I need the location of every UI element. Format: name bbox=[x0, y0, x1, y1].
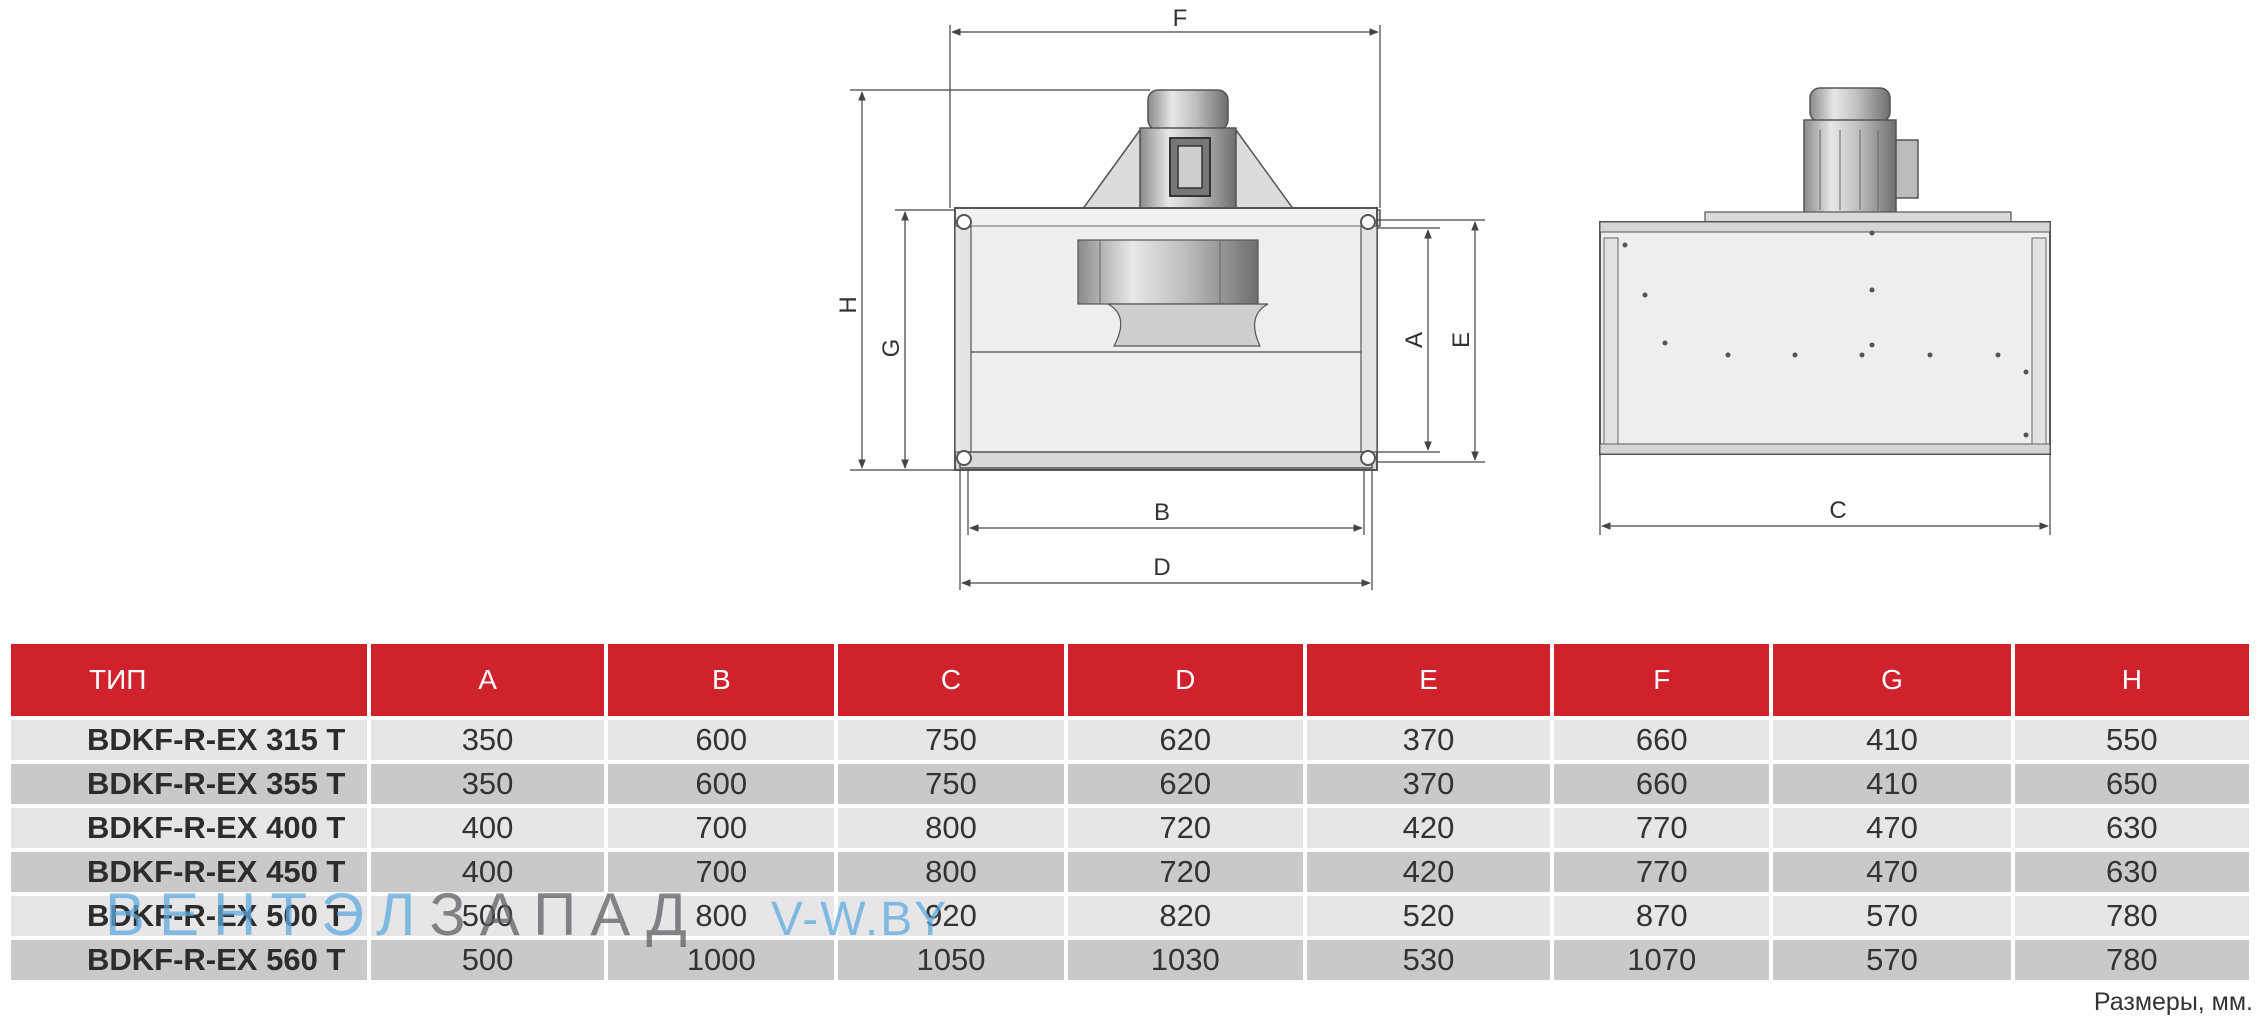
cell-a: 350 bbox=[370, 720, 605, 760]
side-view bbox=[1599, 87, 2051, 455]
cell-e: 420 bbox=[1306, 808, 1551, 848]
cell-c: 750 bbox=[838, 764, 1064, 804]
header-g: G bbox=[1773, 644, 2011, 716]
cell-a: 400 bbox=[370, 852, 605, 892]
header-f: F bbox=[1554, 644, 1770, 716]
cell-e: 520 bbox=[1306, 896, 1551, 936]
cell-g: 470 bbox=[1773, 808, 2011, 848]
cell-b: 700 bbox=[608, 852, 835, 892]
cell-type: BDKF-R-EX 560 T bbox=[11, 940, 367, 980]
cell-e: 370 bbox=[1306, 764, 1551, 804]
cell-d: 1030 bbox=[1067, 940, 1303, 980]
cell-type: BDKF-R-EX 315 T bbox=[11, 720, 367, 760]
dim-label-e: E bbox=[1448, 332, 1475, 348]
cell-type: BDKF-R-EX 355 T bbox=[11, 764, 367, 804]
header-e: E bbox=[1306, 644, 1551, 716]
cell-e: 420 bbox=[1306, 852, 1551, 892]
units-note: Размеры, мм. bbox=[2093, 988, 2253, 1016]
cell-d: 720 bbox=[1067, 808, 1303, 848]
cell-c: 800 bbox=[838, 808, 1064, 848]
cell-a: 350 bbox=[370, 764, 605, 804]
front-view bbox=[954, 89, 1381, 471]
cell-c: 1050 bbox=[838, 940, 1064, 980]
header-type: ТИП bbox=[11, 644, 367, 716]
cell-b: 600 bbox=[608, 720, 835, 760]
cell-h: 630 bbox=[2014, 852, 2249, 892]
cell-b: 700 bbox=[608, 808, 835, 848]
cell-d: 820 bbox=[1067, 896, 1303, 936]
cell-f: 660 bbox=[1554, 720, 1770, 760]
side-dimensions bbox=[1599, 454, 2051, 535]
cell-d: 620 bbox=[1067, 720, 1303, 760]
dim-label-f: F bbox=[1173, 5, 1188, 32]
dim-label-g: G bbox=[878, 339, 905, 358]
cell-f: 1070 bbox=[1554, 940, 1770, 980]
cell-c: 920 bbox=[838, 896, 1064, 936]
cell-d: 620 bbox=[1067, 764, 1303, 804]
front-dimensions bbox=[850, 25, 1485, 590]
cell-b: 600 bbox=[608, 764, 835, 804]
cell-type: BDKF-R-EX 400 T bbox=[11, 808, 367, 848]
cell-c: 750 bbox=[838, 720, 1064, 760]
header-c: C bbox=[838, 644, 1064, 716]
cell-h: 550 bbox=[2014, 720, 2249, 760]
cell-d: 720 bbox=[1067, 852, 1303, 892]
cell-b: 800 bbox=[608, 896, 835, 936]
dim-label-d: D bbox=[1153, 554, 1170, 581]
cell-e: 530 bbox=[1306, 940, 1551, 980]
dim-label-b: B bbox=[1154, 499, 1170, 526]
cell-f: 660 bbox=[1554, 764, 1770, 804]
header-a: A bbox=[370, 644, 605, 716]
dim-label-a: A bbox=[1401, 332, 1428, 348]
technical-drawing: F H G A E B D C bbox=[835, 5, 2051, 590]
header-b: B bbox=[608, 644, 835, 716]
cell-a: 400 bbox=[370, 808, 605, 848]
cell-f: 770 bbox=[1554, 852, 1770, 892]
header-d: D bbox=[1067, 644, 1303, 716]
header-h: H bbox=[2014, 644, 2249, 716]
cell-a: 500 bbox=[370, 896, 605, 936]
cell-g: 410 bbox=[1773, 720, 2011, 760]
cell-g: 570 bbox=[1773, 896, 2011, 936]
cell-f: 770 bbox=[1554, 808, 1770, 848]
cell-b: 1000 bbox=[608, 940, 835, 980]
cell-g: 410 bbox=[1773, 764, 2011, 804]
cell-g: 470 bbox=[1773, 852, 2011, 892]
dim-label-h: H bbox=[835, 296, 862, 313]
dim-label-c: C bbox=[1829, 497, 1846, 524]
cell-type: BDKF-R-EX 450 T bbox=[11, 852, 367, 892]
cell-g: 570 bbox=[1773, 940, 2011, 980]
cell-h: 650 bbox=[2014, 764, 2249, 804]
cell-type: BDKF-R-EX 500 T bbox=[11, 896, 367, 936]
cell-h: 780 bbox=[2014, 896, 2249, 936]
cell-h: 780 bbox=[2014, 940, 2249, 980]
cell-h: 630 bbox=[2014, 808, 2249, 848]
cell-c: 800 bbox=[838, 852, 1064, 892]
cell-a: 500 bbox=[370, 940, 605, 980]
cell-e: 370 bbox=[1306, 720, 1551, 760]
cell-f: 870 bbox=[1554, 896, 1770, 936]
